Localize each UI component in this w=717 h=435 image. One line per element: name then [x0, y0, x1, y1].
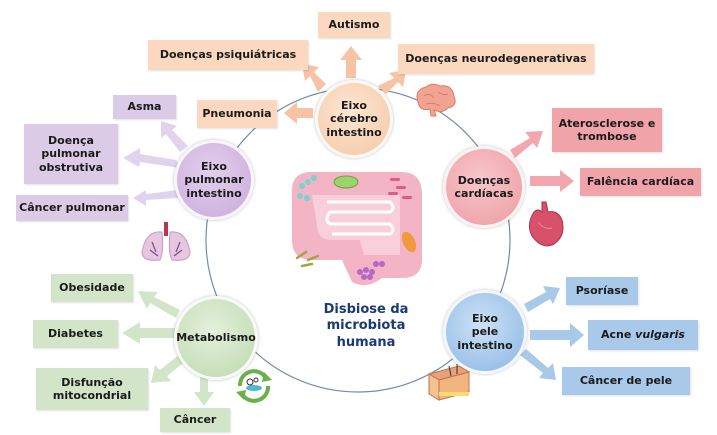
- outcome-label-italic: vulgaris: [635, 328, 685, 342]
- arrow-to-dpoc: [123, 148, 180, 168]
- outcome-doencas-neurodegenerativas: Doenças neurodegenerativas: [398, 44, 594, 74]
- node-label-line: cérebro: [330, 112, 378, 126]
- outcome-cancer: Câncer: [160, 408, 230, 432]
- skin-arrows: [520, 286, 584, 380]
- outcome-label: Psoríase: [575, 284, 629, 298]
- arrow-to-cancer: [194, 370, 214, 406]
- outcome-label-line: trombose: [577, 130, 637, 143]
- outcome-diabetes: Diabetes: [33, 320, 118, 348]
- lungs-icon: [141, 222, 191, 261]
- center-title-line: microbiota humana: [326, 318, 406, 350]
- node-label-line: pele: [471, 325, 499, 339]
- arrow-to-falencia: [530, 170, 574, 192]
- arrow-to-aterosclerose: [510, 131, 543, 158]
- arrow-to-neurodegenerativas: [378, 70, 406, 94]
- arrow-to-pneumonia: [284, 102, 313, 124]
- outcome-label: Asma: [127, 100, 162, 114]
- outcome-label-line: Doença: [48, 134, 94, 148]
- node-metabolismo: Metabolismo: [174, 296, 258, 380]
- node-label-line: Doenças: [457, 173, 511, 187]
- outcome-cancer-pulmonar: Câncer pulmonar: [16, 195, 128, 221]
- outcome-label: Autismo: [328, 18, 380, 32]
- node-label-line: Eixo: [341, 99, 367, 113]
- outcome-aterosclerose-trombose: Aterosclerose e trombose: [552, 108, 662, 152]
- heart-arrows: [510, 131, 574, 192]
- node-eixo-pulmonar-intestino: Eixo pulmonar intestino: [174, 140, 254, 220]
- outcome-autismo: Autismo: [318, 12, 390, 38]
- outcome-label: Doenças psiquiátricas: [159, 48, 297, 62]
- skin-layers-icon: [427, 364, 471, 401]
- outcome-asma: Asma: [113, 95, 176, 119]
- arrow-to-autismo: [340, 46, 362, 78]
- outcome-label: Câncer de pele: [579, 374, 673, 388]
- outcome-doenca-pulmonar-obstrutiva: Doença pulmonar obstrutiva: [24, 124, 118, 184]
- outcome-label: Pneumonia: [202, 107, 272, 121]
- arrow-to-cancer-pulmonar: [133, 190, 178, 206]
- center-title-line: Disbiose da: [323, 302, 409, 317]
- outcome-obesidade: Obesidade: [51, 274, 133, 302]
- outcome-label: Obesidade: [59, 281, 125, 295]
- arrow-to-acne: [530, 323, 584, 347]
- intestine-microbiota-icon: [292, 171, 422, 286]
- outcome-label-line: obstrutiva: [38, 160, 104, 174]
- outcome-label: Acne: [601, 328, 632, 342]
- node-label-line: intestino: [186, 186, 242, 200]
- outcome-disfuncao-mitocondrial: Disfunção mitocondrial: [36, 368, 148, 410]
- node-label-line: Eixo: [472, 312, 498, 326]
- node-label-line: Eixo: [201, 160, 227, 174]
- outcome-doencas-psiquiatricas: Doenças psiquiátricas: [148, 40, 308, 70]
- outcome-label-line: Disfunção: [61, 375, 123, 389]
- outcome-psoriase: Psoríase: [566, 277, 638, 305]
- arrow-to-obesidade: [138, 291, 180, 318]
- outcome-label: Diabetes: [48, 327, 103, 341]
- metabolism-cycle-icon: [236, 369, 272, 403]
- arrow-to-diabetes: [122, 322, 175, 344]
- node-label: Metabolismo: [176, 331, 256, 345]
- arrow-to-psoriase: [524, 286, 560, 312]
- node-doencas-cardiacas: Doenças cardíacas: [443, 146, 525, 228]
- outcome-label-line: Aterosclerose e: [558, 116, 656, 130]
- brain-arrows: [284, 46, 406, 124]
- arrow-to-psiquiatricas: [302, 64, 326, 92]
- outcome-label-line: pulmonar: [41, 147, 101, 161]
- outcome-falencia-cardiaca: Falência cardíaca: [580, 168, 701, 196]
- node-label-line: intestino: [326, 125, 382, 139]
- node-eixo-cerebro-intestino: Eixo cérebro intestino: [315, 80, 393, 158]
- outcome-label: Falência cardíaca: [586, 175, 695, 189]
- node-label-line: cardíacas: [454, 187, 514, 200]
- brain-icon: [416, 83, 456, 117]
- outcome-cancer-de-pele: Câncer de pele: [562, 367, 690, 395]
- outcome-pneumonia: Pneumonia: [197, 100, 277, 128]
- arrow-to-cancer-pele: [520, 349, 556, 380]
- node-eixo-pele-intestino: Eixo pele intestino: [443, 290, 527, 374]
- arrow-to-asma: [161, 121, 188, 152]
- lung-arrows: [123, 121, 188, 206]
- outcome-label: Doenças neurodegenerativas: [405, 52, 587, 66]
- outcome-label-line: mitocondrial: [52, 389, 132, 402]
- outcome-label: Câncer: [173, 413, 217, 427]
- node-label-line: intestino: [457, 338, 513, 352]
- outcome-acne-vulgaris: Acne vulgaris: [588, 320, 698, 350]
- heart-icon: [528, 201, 564, 247]
- center-title: Disbiose da microbiota humana: [296, 302, 436, 351]
- outcome-label: Câncer pulmonar: [19, 201, 125, 215]
- node-label-line: pulmonar: [184, 173, 244, 187]
